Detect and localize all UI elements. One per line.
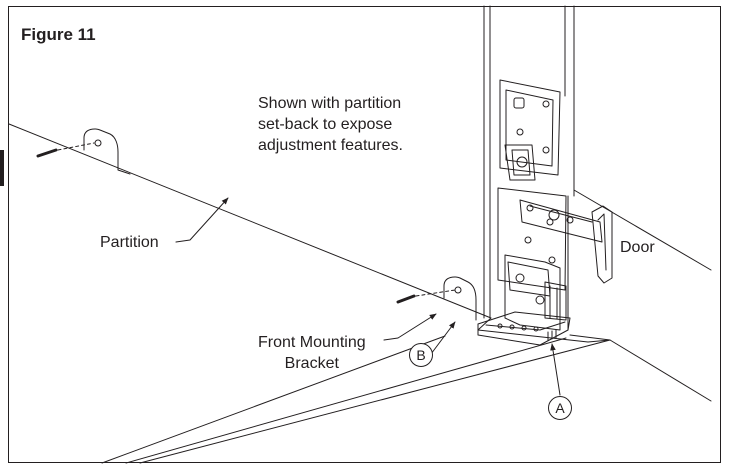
base-line-2 (125, 337, 567, 464)
partition-tab-right (443, 276, 477, 321)
figure-title: Figure 11 (21, 25, 96, 44)
door-label: Door (620, 239, 655, 256)
base-line-1 (101, 335, 446, 464)
upper-plate-inner (505, 89, 554, 167)
middle-plate (497, 187, 567, 291)
hinge-arm (519, 199, 603, 243)
base-right-edge (587, 339, 611, 343)
partition-front-edge (477, 317, 589, 343)
screw-right (396, 294, 416, 304)
cabinet-side-diagonal (573, 189, 712, 271)
base-line-3 (139, 334, 611, 464)
figure-frame (8, 6, 721, 463)
partition-tab-left (83, 128, 131, 175)
callout-a-leader (550, 343, 561, 396)
callout-b-leader (430, 321, 456, 355)
lower-hinge (504, 254, 561, 331)
front-mounting-bracket-label: Front Mounting Bracket (258, 334, 366, 372)
partition-leader (175, 197, 229, 243)
callout-b: B (409, 343, 433, 367)
door-edge (591, 205, 613, 284)
figure-note: Shown with partition set-back to expose … (258, 95, 403, 154)
bracket-leader (383, 313, 437, 341)
page-edge-tab (0, 150, 4, 186)
base-line-4 (609, 339, 712, 402)
callout-a: A (548, 396, 572, 420)
front-mounting-bracket (477, 311, 571, 346)
upper-plate (499, 79, 561, 176)
screw-left (36, 148, 58, 158)
partition-label: Partition (100, 234, 159, 251)
partition-top-edge (8, 123, 492, 319)
